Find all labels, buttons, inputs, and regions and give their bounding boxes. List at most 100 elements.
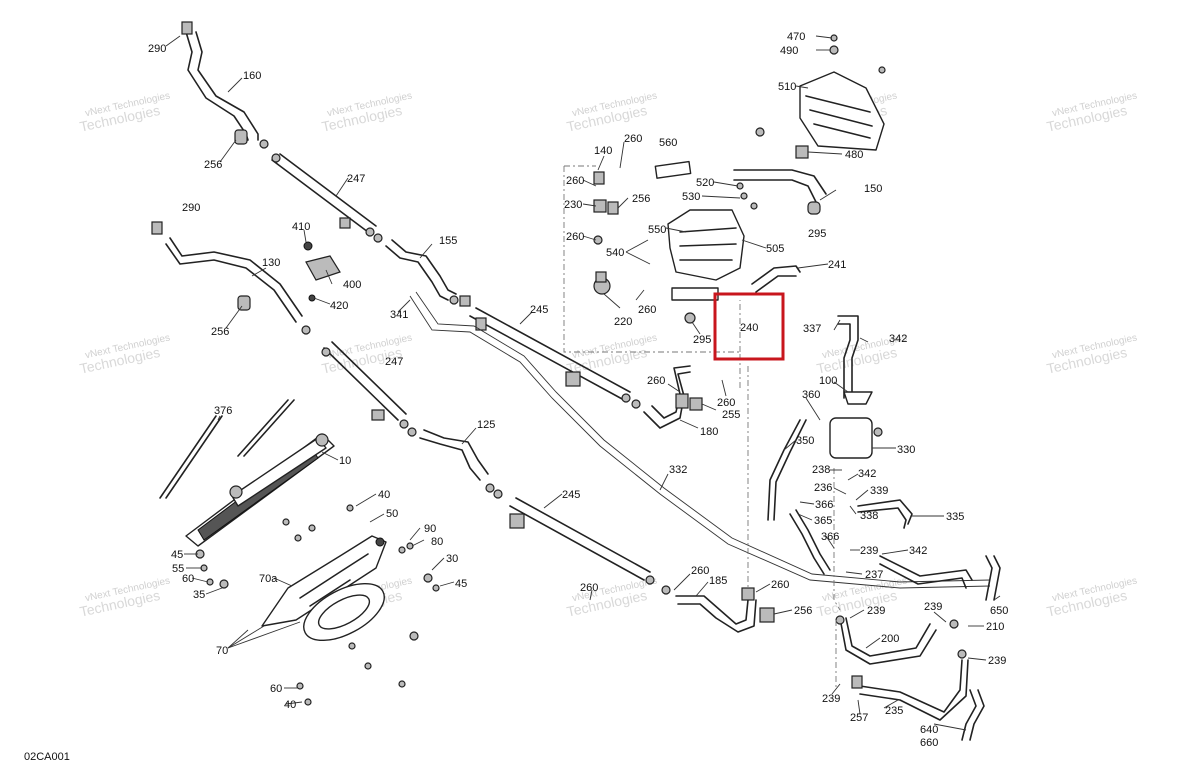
- part-label: 295: [808, 228, 826, 240]
- part-label: 70a: [259, 573, 278, 585]
- part-label: 50: [386, 508, 398, 520]
- part-label: 200: [881, 633, 899, 645]
- highlight-box-240[interactable]: [713, 292, 785, 361]
- hose-160: [181, 21, 269, 149]
- part-label: 260: [566, 231, 584, 243]
- part-label: 45: [455, 578, 467, 590]
- part-label: 260: [717, 397, 735, 409]
- part-label: 338: [860, 510, 878, 522]
- pipe-245-lower: [509, 497, 671, 595]
- part-label: 295: [693, 334, 711, 346]
- part-label: 239: [867, 605, 885, 617]
- part-label: 220: [614, 316, 632, 328]
- watermark: vNext Technologies Technologies: [320, 333, 413, 377]
- part-label: 247: [347, 173, 365, 185]
- part-label: 342: [909, 545, 927, 557]
- part-label: 260: [647, 375, 665, 387]
- part-label: 239: [924, 601, 942, 613]
- part-label: 238: [812, 464, 830, 476]
- tank-505: [667, 182, 758, 281]
- part-label: 160: [243, 70, 261, 82]
- watermark: vNext Technologies Technologies: [320, 91, 413, 135]
- part-label: 350: [796, 435, 814, 447]
- hoses-right: [767, 315, 1001, 601]
- part-label: 332: [669, 464, 687, 476]
- watermark: vNext Technologies Technologies: [1045, 576, 1138, 620]
- part-label: 256: [211, 326, 229, 338]
- part-label: 260: [566, 175, 584, 187]
- part-label: 342: [889, 333, 907, 345]
- part-label: 366: [815, 499, 833, 511]
- part-label: 341: [390, 309, 408, 321]
- leader-lines: [165, 35, 1001, 731]
- watermark: vNext Technologies Technologies: [815, 576, 908, 620]
- part-label: 130: [262, 257, 280, 269]
- part-label: 550: [648, 224, 666, 236]
- part-label: 40: [378, 489, 390, 501]
- watermarks: vNext Technologies Technologies vNext Te…: [78, 91, 1138, 620]
- watermark: vNext Technologies Technologies: [78, 333, 171, 377]
- hose-560: [593, 160, 692, 295]
- part-label: 260: [624, 133, 642, 145]
- part-label: 650: [990, 605, 1008, 617]
- part-label: 410: [292, 221, 310, 233]
- part-label: 290: [182, 202, 200, 214]
- fan-70a: [261, 535, 387, 642]
- hose-150: [733, 169, 827, 215]
- part-label: 342: [858, 468, 876, 480]
- part-label: 100: [819, 375, 837, 387]
- part-label: 470: [787, 31, 805, 43]
- part-label: 90: [424, 523, 436, 535]
- guide-lines: [563, 165, 841, 690]
- radiator-10: [185, 433, 335, 547]
- watermark: vNext Technologies Technologies: [565, 333, 658, 377]
- part-label: 255: [722, 409, 740, 421]
- hose-155: [385, 239, 471, 307]
- part-label: 480: [845, 149, 863, 161]
- part-label: 510: [778, 81, 796, 93]
- part-label: 241: [828, 259, 846, 271]
- part-label: 55: [172, 563, 184, 575]
- part-label: 150: [864, 183, 882, 195]
- part-label: 125: [477, 419, 495, 431]
- part-label: 260: [771, 579, 789, 591]
- part-label: 155: [439, 235, 457, 247]
- part-label: 337: [803, 323, 821, 335]
- fasteners-left: [195, 504, 440, 706]
- part-label: 366: [821, 531, 839, 543]
- part-label: 260: [580, 582, 598, 594]
- part-label: 339: [870, 485, 888, 497]
- part-label: 400: [343, 279, 361, 291]
- part-label: 420: [330, 300, 348, 312]
- part-label: 256: [632, 193, 650, 205]
- part-label: 180: [700, 426, 718, 438]
- pipe-247-lower: [321, 341, 417, 437]
- part-label: 245: [530, 304, 548, 316]
- part-label: 540: [606, 247, 624, 259]
- part-label: 40: [284, 699, 296, 711]
- document-code: 02CA001: [24, 751, 70, 763]
- part-label: 140: [594, 145, 612, 157]
- part-label: 335: [946, 511, 964, 523]
- pipe-247-upper: [271, 153, 383, 243]
- bracket-400: [303, 241, 341, 302]
- part-label: 290: [148, 43, 166, 55]
- part-label: 237: [865, 569, 883, 581]
- part-label: 247: [385, 356, 403, 368]
- part-label: 260: [691, 565, 709, 577]
- part-label: 490: [780, 45, 798, 57]
- part-label: 239: [822, 693, 840, 705]
- part-label: 185: [709, 575, 727, 587]
- part-label: 330: [897, 444, 915, 456]
- part-label: 210: [986, 621, 1004, 633]
- part-label: 240: [740, 322, 758, 334]
- part-label: 520: [696, 177, 714, 189]
- part-label: 30: [446, 553, 458, 565]
- part-label: 60: [270, 683, 282, 695]
- part-label: 660: [920, 737, 938, 749]
- part-label: 236: [814, 482, 832, 494]
- part-label: 560: [659, 137, 677, 149]
- part-labels: 290 160 256 247 470 490 510 480 260 560 …: [148, 31, 1008, 749]
- part-label: 80: [431, 536, 443, 548]
